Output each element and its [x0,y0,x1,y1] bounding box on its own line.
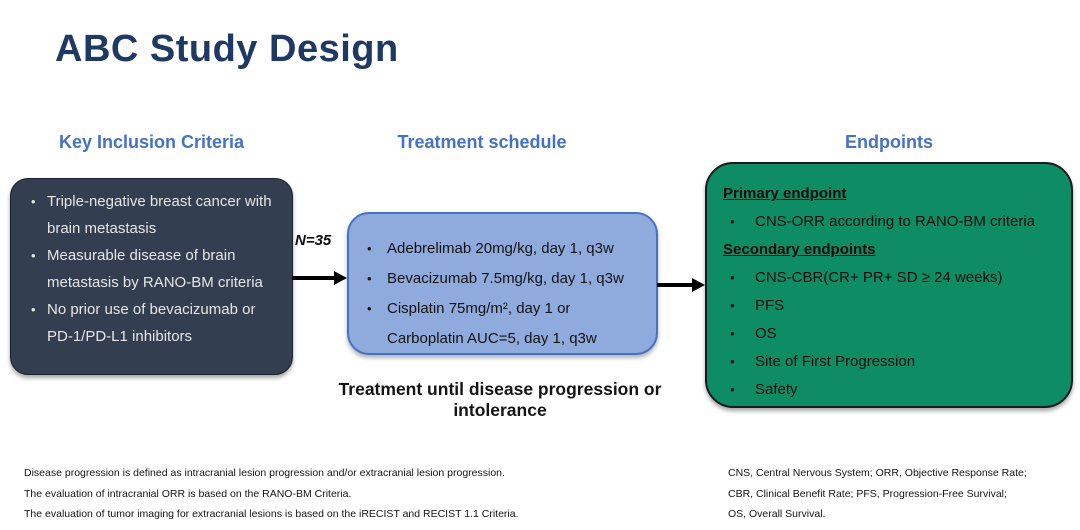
bullet-icon: • [730,354,735,369]
treatment-schedule-list: • Adebrelimab 20mg/kg, day 1, q3w • Beva… [367,234,646,354]
bullet-icon: • [31,248,36,263]
footnote-line: CNS, Central Nervous System; ORR, Object… [728,467,1027,479]
footnotes-right: CNS, Central Nervous System; ORR, Object… [728,463,1073,525]
list-item: • CNS-CBR(CR+ PR+ SD ≥ 24 weeks) [723,264,1059,292]
endpoints-box: Primary endpoint • CNS-ORR according to … [705,162,1073,408]
page-title: ABC Study Design [55,28,399,70]
arrow-head [334,271,347,285]
n-count-label: N=35 [295,232,332,249]
bullet-icon: • [31,194,36,209]
list-item: • Adebrelimab 20mg/kg, day 1, q3w [367,234,646,264]
list-item-text: Adebrelimab 20mg/kg, day 1, q3w [387,240,614,257]
flow-arrow-treatment-to-endpoints-icon [657,278,705,292]
bullet-icon: • [31,302,36,317]
list-item-text: Safety [755,381,798,398]
bullet-icon: • [367,241,372,256]
list-item-text: Cisplatin 75mg/m², day 1 or Carboplatin … [387,300,597,347]
footnotes-left: Disease progression is defined as intrac… [24,463,664,525]
footnote-line: CBR, Clinical Benefit Rate; PFS, Progres… [728,487,1007,500]
list-item-text: Triple-negative breast cancer with brain… [47,193,272,237]
inclusion-column-header: Key Inclusion Criteria [58,132,245,152]
list-item: • Site of First Progression [723,348,1059,376]
bullet-icon: • [367,271,372,286]
list-item: • OS [723,320,1059,348]
list-item: • CNS-ORR according to RANO-BM criteria [723,208,1059,236]
list-item: • PFS [723,292,1059,320]
footnote-line: Disease progression is defined as intrac… [24,467,505,479]
list-item: • Measurable disease of brain metastasis… [23,242,282,296]
treatment-schedule-box: • Adebrelimab 20mg/kg, day 1, q3w • Beva… [347,212,658,355]
list-item: • No prior use of bevacizumab or PD-1/PD… [23,296,282,350]
primary-endpoint-label: Primary endpoint [723,185,847,202]
footnote-line: The evaluation of tumor imaging for extr… [24,508,519,520]
bullet-icon: • [730,214,735,229]
treatment-duration-note: Treatment until disease progression or i… [338,379,662,420]
bullet-icon: • [367,301,372,316]
bullet-icon: • [730,326,735,341]
arrow-head [692,278,705,292]
flow-arrow-inclusion-to-treatment-icon [292,271,347,285]
list-item: • Cisplatin 75mg/m², day 1 or Carboplati… [367,294,646,354]
bullet-icon: • [730,270,735,285]
arrow-shaft [657,283,694,287]
list-item-text: PFS [755,297,785,314]
secondary-endpoints-list: • CNS-CBR(CR+ PR+ SD ≥ 24 weeks) • PFS •… [723,264,1059,404]
list-item: • Bevacizumab 7.5mg/kg, day 1, q3w [367,264,646,294]
footnote-line: The evaluation of intracranial ORR is ba… [24,487,352,500]
primary-endpoint-list: • CNS-ORR according to RANO-BM criteria [723,208,1059,236]
list-item-text: CNS-ORR according to RANO-BM criteria [755,213,1036,230]
footnote-line: OS, Overall Survival. [728,508,826,520]
list-item-text: Site of First Progression [755,353,916,370]
treatment-column-header: Treatment schedule [397,132,567,152]
list-item-text: Measurable disease of brain metastasis b… [47,247,263,291]
list-item-text: CNS-CBR(CR+ PR+ SD ≥ 24 weeks) [755,269,1003,286]
list-item: • Triple-negative breast cancer with bra… [23,188,282,242]
list-item: • Safety [723,376,1059,404]
list-item-text: OS [755,325,777,342]
list-item-text: No prior use of bevacizumab or PD-1/PD-L… [47,301,256,345]
arrow-shaft [292,276,336,280]
inclusion-criteria-box: • Triple-negative breast cancer with bra… [10,178,293,375]
inclusion-criteria-list: • Triple-negative breast cancer with bra… [23,188,282,350]
bullet-icon: • [730,298,735,313]
bullet-icon: • [730,382,735,397]
endpoints-column-header: Endpoints [845,132,933,152]
secondary-endpoints-label: Secondary endpoints [723,241,876,258]
list-item-text: Bevacizumab 7.5mg/kg, day 1, q3w [387,270,624,287]
